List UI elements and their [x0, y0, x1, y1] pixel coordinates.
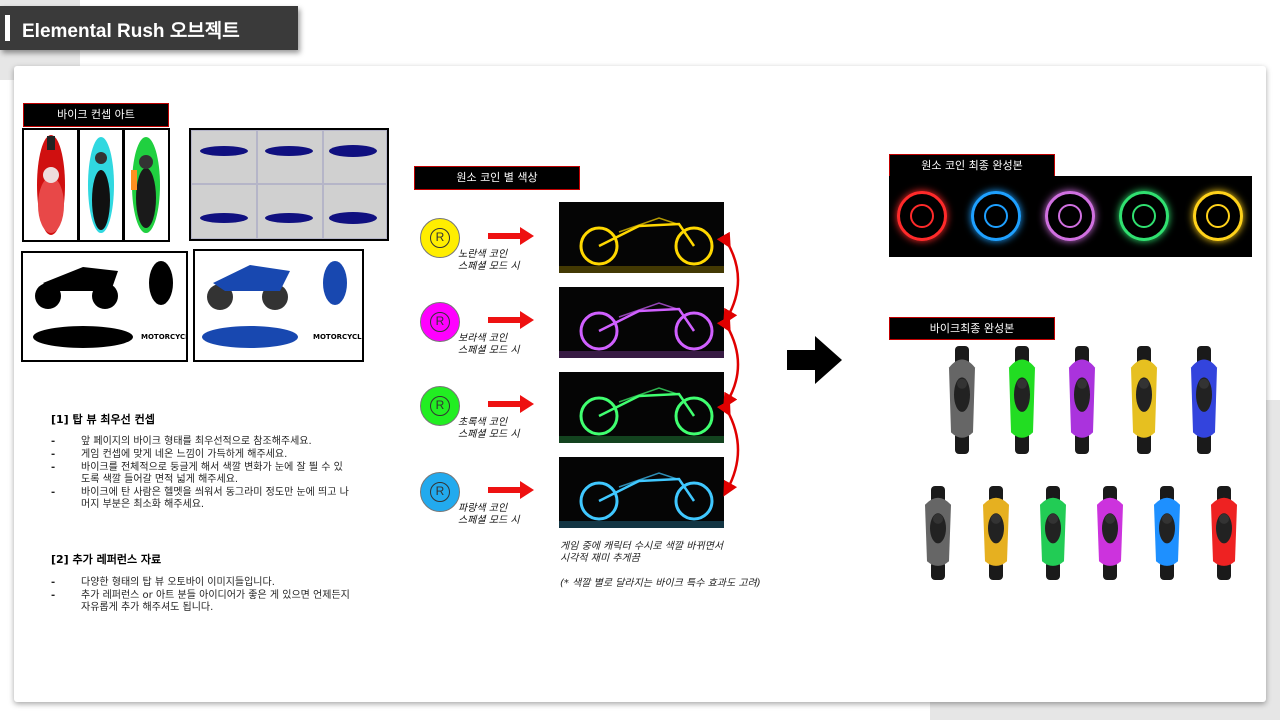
element-coin: R [420, 386, 460, 426]
motorcycle-blue-reference: MOTORCYCLE [193, 249, 364, 362]
section2-bullet: -다양한 형태의 탑 뷰 오토바이 이미지들입니다. [51, 577, 275, 588]
special-effect-note: (* 색깔 별로 달라지는 바이크 특수 효과도 고려) [560, 578, 761, 589]
color-change-note: 게임 중에 캐릭터 수시로 색깔 바뀌면서 [560, 541, 724, 552]
svg-text:MOTORCYCLE: MOTORCYCLE [313, 333, 362, 341]
final-element-coin [971, 191, 1021, 241]
final-bike [1191, 346, 1217, 454]
coin-symbol-icon [1206, 204, 1230, 228]
section1-bullet: -바이크를 전체적으로 둥글게 해서 색깔 변화가 눈에 잘 띌 수 있도록 색… [51, 462, 343, 485]
final-coins-label: 원소 코인 최종 완성본 [889, 154, 1055, 177]
final-bikes-label: 바이크최종 완성본 [889, 317, 1055, 340]
coin-mode-label: 스페셜 모드 시 [458, 261, 520, 272]
element-coin: R [420, 302, 460, 342]
concept-bike-green-image [131, 137, 160, 233]
coin-colors-label: 원소 코인 별 색상 [414, 166, 580, 190]
section2-bullet: -추가 레퍼런스 or 아트 분들 아이디어가 좋은 게 있으면 언제든지 자유… [51, 590, 350, 613]
concept-bike-green [123, 128, 170, 242]
red-arrow-icon [488, 481, 534, 499]
blue-bike-image: MOTORCYCLE [202, 261, 362, 348]
flow-arrow-icon [787, 336, 842, 384]
coin-emblem-icon: R [430, 396, 450, 416]
neon-bike-image [559, 372, 724, 443]
coin-label: 파랑색 코인 [458, 503, 508, 514]
section1-bullet: -앞 페이지의 바이크 형태를 최우선적으로 참조해주세요. [51, 436, 312, 447]
final-bike [949, 346, 975, 454]
red-arrow-icon [488, 311, 534, 329]
coin-mode-label: 스페셜 모드 시 [458, 429, 520, 440]
sprite-bikes-image [200, 145, 377, 224]
final-element-coin [1193, 191, 1243, 241]
color-change-note: 시각적 재미 추게끔 [560, 553, 640, 564]
coin-emblem-icon: R [430, 228, 450, 248]
silhouette-image: MOTORCYCLE [33, 261, 186, 348]
coin-label: 노란색 코인 [458, 249, 508, 260]
neon-bike-image [559, 202, 724, 273]
svg-text:MOTORCYCLE: MOTORCYCLE [141, 333, 186, 341]
final-element-coin [897, 191, 947, 241]
coin-label: 보라색 코인 [458, 333, 508, 344]
final-bike [1097, 486, 1123, 580]
coin-mode-label: 스페셜 모드 시 [458, 345, 520, 356]
final-element-coin [1119, 191, 1169, 241]
slide-title: Elemental Rush 오브젝트 [22, 21, 240, 42]
final-bike [1009, 346, 1035, 454]
red-arrow-icon [488, 395, 534, 413]
coin-symbol-icon [910, 204, 934, 228]
concept-art-label: 바이크 컨셉 아트 [23, 103, 169, 127]
section2-heading: [2] 추가 레퍼런스 자료 [51, 553, 162, 566]
coin-emblem-icon: R [430, 312, 450, 332]
cycle-arrows [716, 231, 740, 497]
concept-bike-cyan-image [88, 137, 114, 233]
title-accent [5, 15, 10, 41]
coin-emblem-icon: R [430, 482, 450, 502]
coin-symbol-icon [984, 204, 1008, 228]
element-coin: R [420, 472, 460, 512]
final-element-coin [1045, 191, 1095, 241]
section1-heading: [1] 탑 뷰 최우선 컨셉 [51, 413, 155, 426]
final-bike [1040, 486, 1066, 580]
final-bike [1211, 486, 1237, 580]
final-bike [1069, 346, 1095, 454]
section1-bullet: -바이크에 탄 사람은 헬멧을 씌워서 동그라미 정도만 눈에 띄고 나머지 부… [51, 487, 349, 510]
concept-bike-red-image [37, 135, 65, 235]
final-coins-strip [889, 176, 1252, 257]
concept-bike-cyan [78, 128, 124, 242]
neon-bike-image [559, 457, 724, 528]
red-arrow-icon [488, 227, 534, 245]
coin-symbol-icon [1058, 204, 1082, 228]
slide-title-bar: Elemental Rush 오브젝트 [0, 6, 298, 50]
final-bike [983, 486, 1009, 580]
coin-symbol-icon [1132, 204, 1156, 228]
topview-sprite-grid [189, 128, 389, 241]
section1-bullet: -게임 컨셉에 맞게 네온 느낌이 가득하게 해주세요. [51, 449, 288, 460]
concept-bike-red [22, 128, 79, 242]
final-bike [1154, 486, 1180, 580]
neon-bike-image [559, 287, 724, 358]
final-bike [1131, 346, 1157, 454]
coin-mode-label: 스페셜 모드 시 [458, 515, 520, 526]
element-coin: R [420, 218, 460, 258]
coin-label: 초록색 코인 [458, 417, 508, 428]
final-bike [925, 486, 951, 580]
motorcycle-silhouette-reference: MOTORCYCLE [21, 251, 188, 362]
